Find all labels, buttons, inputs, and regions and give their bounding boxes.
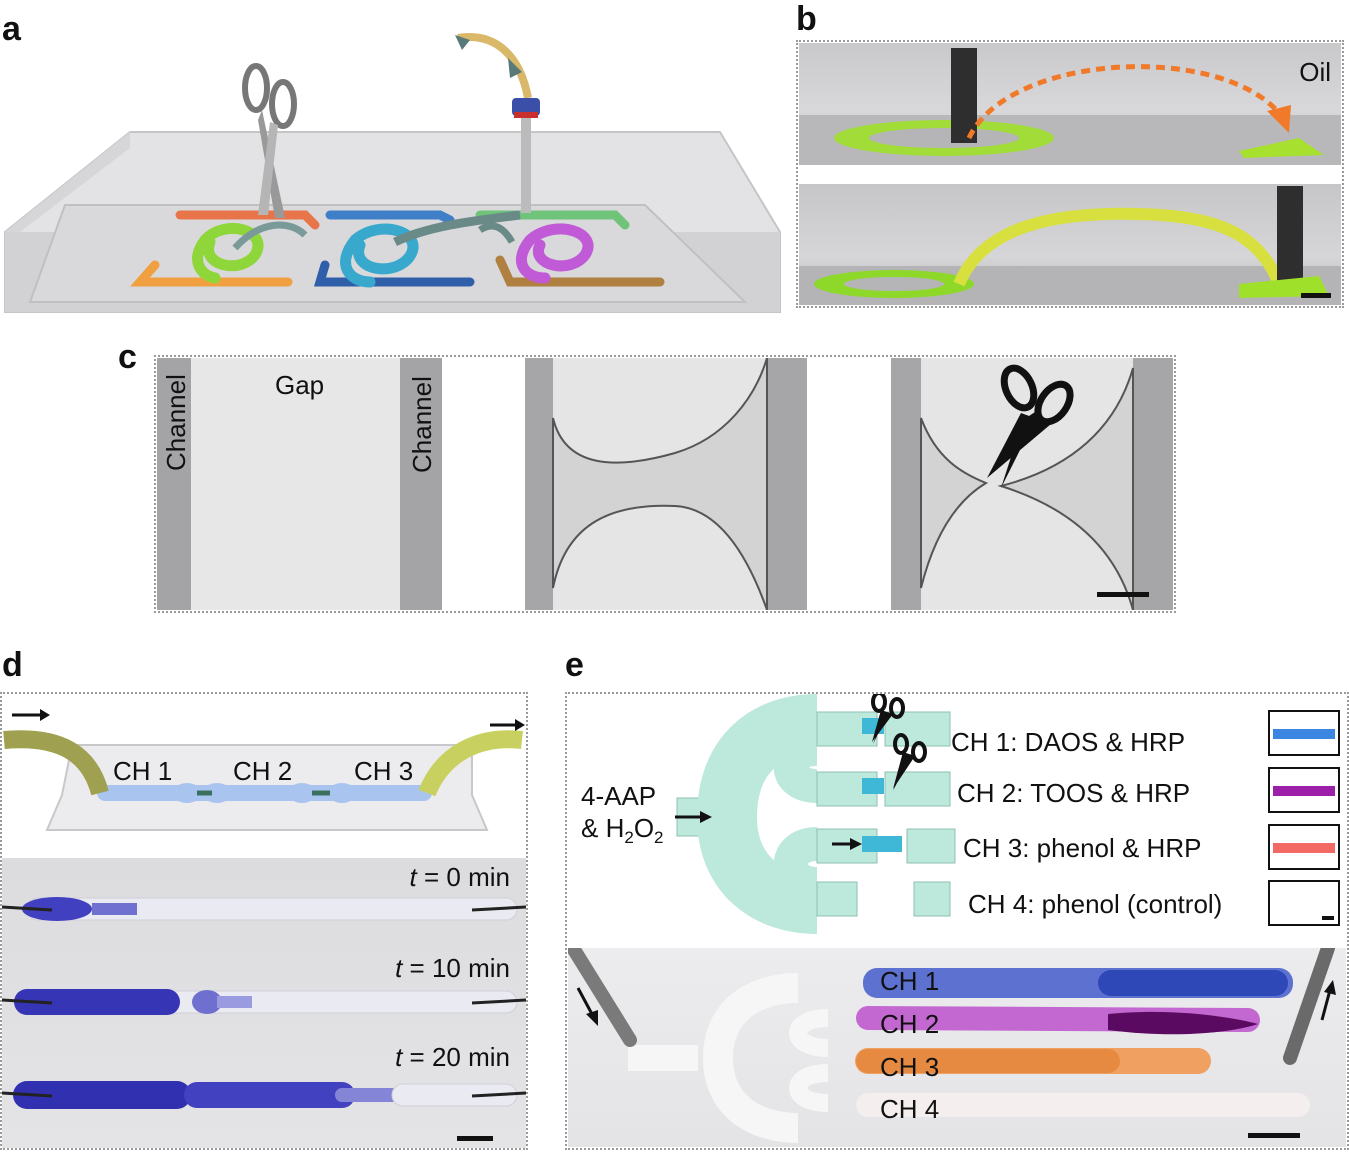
scale-bar — [457, 1136, 493, 1141]
panel-b-top-photo: Oil — [799, 43, 1341, 165]
d-channel-label-3: CH 3 — [354, 756, 414, 786]
legend-swatch-ch3 — [1268, 824, 1340, 870]
legend-swatch-ch2 — [1268, 767, 1340, 813]
e-photo-label-ch3: CH 3 — [880, 1052, 940, 1082]
panel-d-photo: t = 0 min t = 10 min t = 20 min — [2, 858, 526, 1148]
panel-e-frame — [565, 692, 1349, 1150]
legend-text-ch3: CH 3: phenol & HRP — [963, 833, 1202, 863]
panel-a-label: a — [2, 10, 21, 48]
panel-e-schematic — [675, 694, 956, 934]
scale-bar — [1248, 1133, 1300, 1138]
transfer-arrow — [966, 64, 1281, 140]
panel-c-frame — [154, 355, 1176, 613]
legend-swatch-ch1 — [1268, 710, 1340, 756]
e-photo-label-ch4: CH 4 — [880, 1094, 940, 1124]
gap-label: Gap — [275, 370, 325, 400]
panel-c-label: c — [118, 338, 137, 376]
legend-text-ch1: CH 1: DAOS & HRP — [951, 727, 1186, 757]
channel-label-left: Channel — [161, 374, 191, 471]
legend-text-ch4: CH 4: phenol (control) — [968, 889, 1223, 919]
panel-c-photo-3 — [891, 358, 1173, 610]
scale-bar — [1322, 916, 1334, 920]
legend-text-ch2: CH 2: TOOS & HRP — [957, 778, 1191, 808]
inlet-label: 4-AAP & H2O2 — [581, 781, 664, 848]
scissors-icon — [893, 733, 927, 791]
panel-b-bottom-photo — [799, 184, 1341, 305]
panel-d-label: d — [2, 646, 23, 684]
panel-d-frame — [0, 692, 528, 1150]
time-label-10: t = 10 min — [395, 953, 510, 983]
scissors-icon — [242, 63, 297, 218]
e-photo-label-ch1: CH 1 — [880, 966, 940, 996]
time-label-20: t = 20 min — [395, 1042, 510, 1072]
tubing-icon — [455, 33, 540, 213]
panel-e-label: e — [565, 646, 584, 684]
d-channel-label-1: CH 1 — [113, 756, 173, 786]
panel-e-photo: CH 1 CH 2 CH 3 CH 4 — [568, 948, 1346, 1147]
panel-c-photo-2 — [525, 358, 807, 610]
e-photo-label-ch2: CH 2 — [880, 1009, 940, 1039]
channel-label-right: Channel — [407, 376, 437, 473]
scale-bar — [1097, 592, 1149, 597]
panel-b-label: b — [796, 0, 817, 38]
scale-bar — [1301, 293, 1331, 298]
oil-label: Oil — [1299, 57, 1331, 87]
scissors-icon — [871, 694, 905, 744]
legend-swatch-ch4 — [1268, 880, 1340, 926]
panel-b-frame — [796, 40, 1344, 308]
d-channel-label-2: CH 2 — [233, 756, 293, 786]
panel-a-schematic — [4, 33, 781, 313]
panel-c-photo-1: Channel Gap Channel — [157, 358, 442, 610]
time-label-0: t = 0 min — [409, 862, 510, 892]
panel-d-schematic — [3, 709, 525, 831]
scissors-icon — [987, 364, 1074, 488]
